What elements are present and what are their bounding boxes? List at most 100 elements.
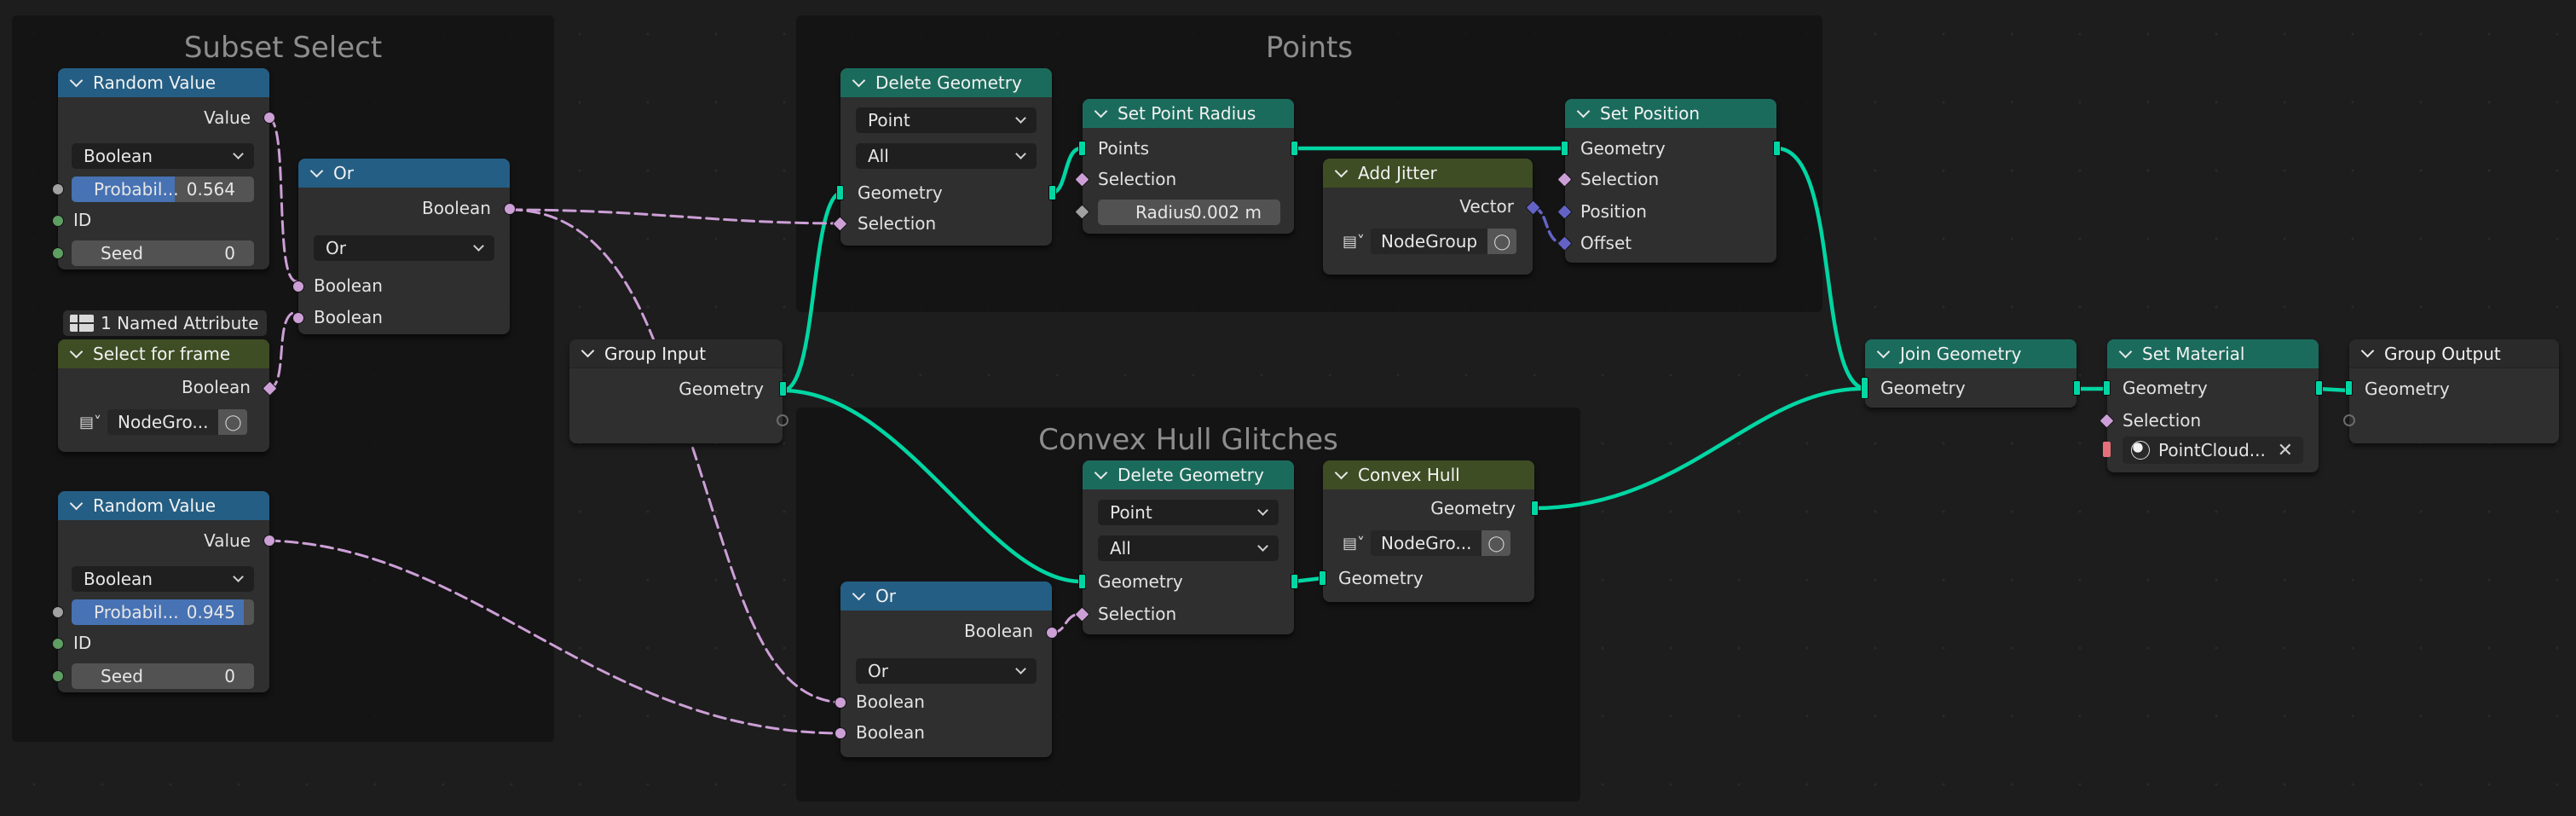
fake-user-shield-icon[interactable]: ◯ (1481, 530, 1511, 556)
node-group-icon[interactable]: ▤˅ (78, 413, 101, 431)
input-socket-geometry[interactable] (1078, 574, 1086, 589)
collapse-chevron-icon[interactable] (69, 344, 84, 358)
input-socket-material[interactable] (2103, 442, 2111, 457)
node-group-selector[interactable]: ▤˅ NodeGro... ◯ (73, 408, 248, 437)
output-socket-geometry[interactable] (1291, 574, 1298, 589)
output-socket-boolean[interactable] (504, 203, 516, 215)
node-delete-geometry-1[interactable]: Delete Geometry Point All Geometry Selec… (832, 68, 1056, 246)
node-header[interactable]: Join Geometry (1865, 339, 2076, 368)
node-delete-geometry-2[interactable]: Delete Geometry Point All Geometry Selec… (1074, 460, 1298, 634)
collapse-chevron-icon[interactable] (69, 496, 84, 510)
collapse-chevron-icon[interactable] (1334, 164, 1349, 177)
output-socket-value[interactable] (263, 535, 275, 547)
collapse-chevron-icon[interactable] (580, 344, 595, 358)
input-socket-extend[interactable] (2343, 414, 2355, 426)
node-group-icon[interactable]: ▤˅ (1342, 534, 1365, 553)
output-socket-geometry[interactable] (779, 381, 787, 396)
collapse-chevron-icon[interactable] (1876, 344, 1891, 358)
input-socket-geometry[interactable] (1861, 377, 1868, 399)
collapse-chevron-icon[interactable] (852, 73, 866, 87)
mode-dropdown[interactable]: All (856, 143, 1037, 169)
input-socket-geometry[interactable] (836, 185, 844, 200)
type-dropdown[interactable]: Boolean (72, 566, 254, 592)
node-header[interactable]: Group Output (2349, 339, 2559, 368)
output-socket-extend[interactable] (777, 414, 788, 426)
output-socket-geometry[interactable] (2073, 380, 2081, 396)
node-header[interactable]: Random Value (58, 68, 269, 97)
input-socket-probability[interactable] (52, 183, 64, 195)
mode-dropdown[interactable]: All (1098, 535, 1279, 561)
node-random-value-2[interactable]: Random Value Value Boolean Probabil... 0… (52, 491, 275, 692)
input-socket-id[interactable] (52, 638, 64, 650)
domain-dropdown[interactable]: Point (856, 107, 1037, 133)
input-socket-boolean-b[interactable] (835, 727, 846, 739)
node-group-output[interactable]: Group Output Geometry (2343, 339, 2559, 443)
input-socket-boolean-a[interactable] (835, 697, 846, 709)
collapse-chevron-icon[interactable] (1334, 466, 1349, 479)
collapse-chevron-icon[interactable] (309, 164, 324, 177)
input-socket-id[interactable] (52, 215, 64, 227)
operation-dropdown[interactable]: Or (314, 235, 494, 261)
output-socket-points[interactable] (1291, 141, 1298, 156)
output-socket-value[interactable] (263, 112, 275, 124)
node-set-point-radius[interactable]: Set Point Radius Points Selection Radius… (1074, 99, 1298, 234)
input-socket-points[interactable] (1078, 141, 1086, 156)
collapse-chevron-icon[interactable] (1094, 466, 1108, 479)
collapse-chevron-icon[interactable] (69, 73, 84, 87)
input-socket-geometry[interactable] (1319, 570, 1326, 586)
node-group-name[interactable]: NodeGro... (1371, 530, 1482, 556)
input-socket-geometry[interactable] (1561, 141, 1568, 156)
node-group-selector[interactable]: ▤˅ NodeGro... ◯ (1337, 529, 1511, 558)
domain-dropdown[interactable]: Point (1098, 500, 1279, 525)
output-socket-geometry[interactable] (1048, 185, 1056, 200)
collapse-chevron-icon[interactable] (2118, 344, 2133, 358)
node-set-position[interactable]: Set Position Geometry Selection Position… (1557, 99, 1781, 263)
node-header[interactable]: Group Input (569, 339, 783, 368)
node-header[interactable]: Select for frame (58, 339, 269, 368)
radius-field[interactable]: Radius 0.002 m (1098, 200, 1280, 225)
node-group-icon[interactable]: ▤˅ (1342, 232, 1365, 251)
unlink-x-icon[interactable]: ✕ (2277, 439, 2293, 461)
node-header[interactable]: Delete Geometry (1083, 460, 1294, 489)
node-header[interactable]: Set Position (1565, 99, 1776, 128)
fake-user-shield-icon[interactable]: ◯ (1487, 229, 1517, 254)
node-join-geometry[interactable]: Join Geometry Geometry (1861, 339, 2081, 408)
material-selector[interactable]: PointCloud... ✕ (2123, 437, 2303, 464)
node-group-name[interactable]: NodeGro... (107, 409, 219, 435)
output-socket-boolean[interactable] (1046, 627, 1058, 639)
collapse-chevron-icon[interactable] (1094, 104, 1108, 118)
node-add-jitter[interactable]: Add Jitter Vector ▤˅ NodeGroup ◯ (1323, 159, 1541, 275)
node-header[interactable]: Random Value (58, 491, 269, 520)
input-socket-boolean-a[interactable] (292, 281, 304, 292)
node-or-2[interactable]: Or Boolean Or Boolean Boolean (835, 582, 1058, 757)
node-or-1[interactable]: Or Boolean Or Boolean Boolean (292, 159, 516, 334)
operation-dropdown[interactable]: Or (856, 658, 1037, 684)
type-dropdown[interactable]: Boolean (72, 143, 254, 169)
node-header[interactable]: Or (298, 159, 510, 188)
node-header[interactable]: Add Jitter (1323, 159, 1533, 188)
collapse-chevron-icon[interactable] (852, 587, 866, 600)
node-header[interactable]: Convex Hull (1323, 460, 1534, 489)
node-convex-hull[interactable]: Convex Hull Geometry ▤˅ NodeGro... ◯ Geo… (1319, 460, 1539, 602)
node-header[interactable]: Delete Geometry (840, 68, 1052, 97)
node-header[interactable]: Set Point Radius (1083, 99, 1294, 128)
input-socket-geometry[interactable] (2103, 380, 2111, 396)
output-socket-geometry[interactable] (2315, 380, 2323, 396)
seed-field[interactable]: Seed 0 (72, 240, 254, 266)
node-group-selector[interactable]: ▤˅ NodeGroup ◯ (1337, 227, 1517, 256)
node-header[interactable]: Or (840, 582, 1052, 611)
input-socket-geometry[interactable] (2345, 380, 2353, 396)
fake-user-shield-icon[interactable]: ◯ (218, 409, 248, 435)
node-header[interactable]: Set Material (2107, 339, 2319, 368)
material-name[interactable]: PointCloud... (2158, 440, 2266, 460)
node-group-name[interactable]: NodeGroup (1371, 229, 1488, 254)
probability-field[interactable]: Probabil... 0.564 (72, 177, 254, 202)
output-socket-geometry[interactable] (1531, 501, 1539, 516)
collapse-chevron-icon[interactable] (1576, 104, 1591, 118)
node-random-value-1[interactable]: Random Value Value Boolean Probabil... 0… (52, 68, 275, 269)
node-select-for-frame[interactable]: Select for frame Boolean ▤˅ NodeGro... ◯ (58, 339, 278, 452)
probability-field[interactable]: Probabil... 0.945 (72, 599, 254, 625)
input-socket-seed[interactable] (52, 247, 64, 259)
input-socket-probability[interactable] (52, 606, 64, 618)
